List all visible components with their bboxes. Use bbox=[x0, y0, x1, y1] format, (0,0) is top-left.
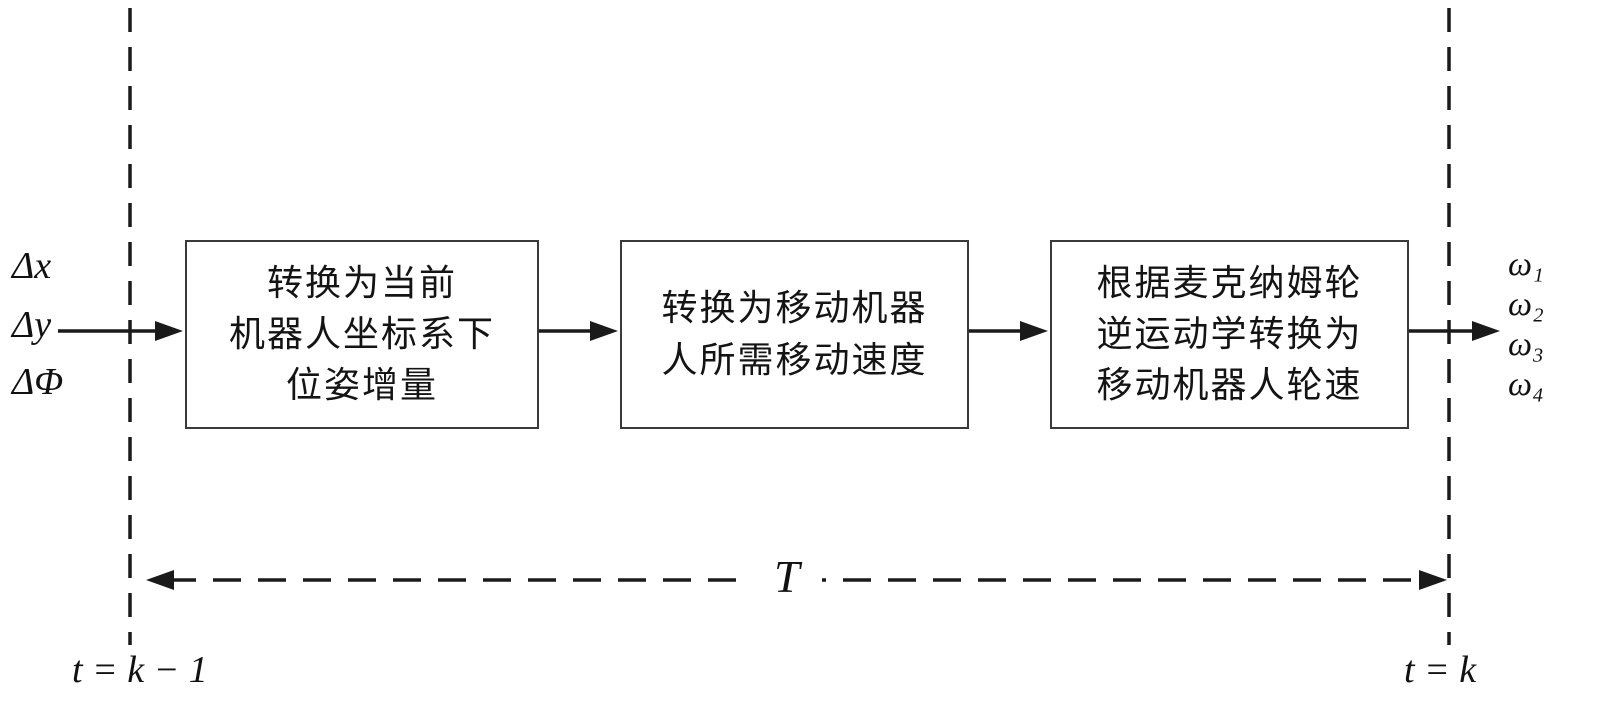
process-box-2-line-2: 人所需移动速度 bbox=[661, 339, 928, 380]
process-box-1-line-3: 位姿增量 bbox=[285, 365, 438, 406]
arrow-box1-to-box2 bbox=[537, 321, 618, 341]
process-box-moving-speed: 转换为移动机器 人所需移动速度 bbox=[620, 240, 969, 429]
input-label-delta-phi: ΔΦ bbox=[12, 361, 64, 403]
process-box-pose-increment: 转换为当前 机器人坐标系下 位姿增量 bbox=[185, 240, 539, 429]
process-box-3-line-2: 逆运动学转换为 bbox=[1096, 313, 1363, 354]
output-arrow bbox=[1407, 321, 1500, 341]
process-box-wheel-speed: 根据麦克纳姆轮 逆运动学转换为 移动机器人轮速 bbox=[1050, 240, 1409, 429]
process-box-2-line-1: 转换为移动机器 bbox=[661, 288, 928, 329]
process-box-3-line-3: 移动机器人轮速 bbox=[1096, 365, 1363, 406]
output-label-omega-2: ω₂ bbox=[1508, 286, 1544, 323]
arrow-box2-to-box3 bbox=[967, 321, 1048, 341]
time-label-k-minus-1: t = k − 1 bbox=[72, 649, 208, 691]
input-label-delta-y: Δy bbox=[12, 304, 52, 346]
output-label-omega-1: ω₁ bbox=[1508, 246, 1544, 283]
process-box-1-line-2: 机器人坐标系下 bbox=[228, 313, 495, 354]
output-label-omega-3: ω₃ bbox=[1508, 326, 1544, 363]
time-label-k: t = k bbox=[1404, 649, 1477, 691]
process-box-1-line-1: 转换为当前 bbox=[266, 262, 457, 303]
process-box-3-line-1: 根据麦克纳姆轮 bbox=[1096, 262, 1363, 303]
period-label-T: T bbox=[752, 550, 822, 603]
output-label-omega-4: ω₄ bbox=[1508, 366, 1544, 403]
input-label-delta-x: Δx bbox=[12, 245, 52, 287]
input-arrow bbox=[58, 321, 183, 341]
